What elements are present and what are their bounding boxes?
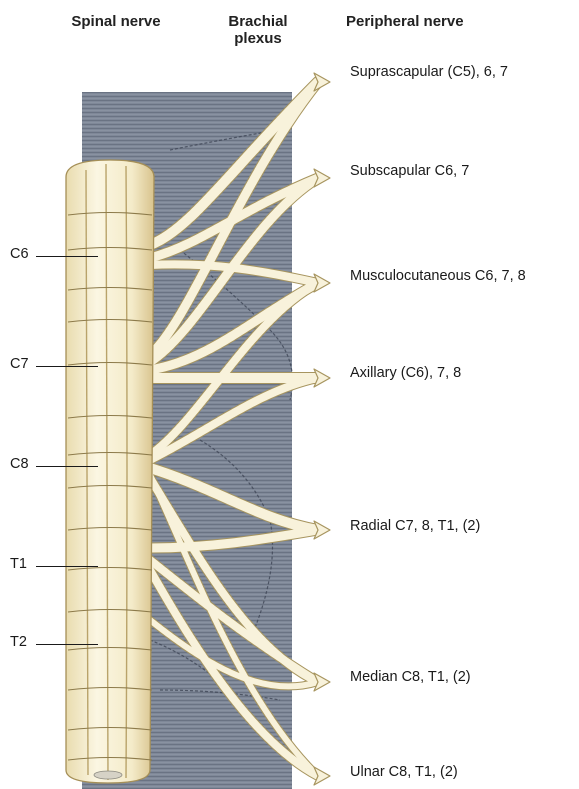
segment-tick-t1 [36,566,98,567]
segment-label-c8: C8 [10,456,29,472]
segment-tick-c7 [36,366,98,367]
nerve-label-musculocutaneous: Musculocutaneous C6, 7, 8 [350,268,526,284]
spinal-cord [66,160,154,783]
nerve-label-axillary: Axillary (C6), 7, 8 [350,365,461,381]
nerve-label-radial: Radial C7, 8, T1, (2) [350,518,480,534]
nerve-label-ulnar: Ulnar C8, T1, (2) [350,764,458,780]
segment-label-t1: T1 [10,556,27,572]
header-peripheral-nerve: Peripheral nerve [346,13,496,30]
segment-tick-c6 [36,256,98,257]
header-brachial-plexus: Brachial plexus [208,13,308,47]
segment-tick-t2 [36,644,98,645]
segment-label-c7: C7 [10,356,29,372]
header-spinal-nerve: Spinal nerve [46,13,186,30]
segment-tick-c8 [36,466,98,467]
nerve-label-subscapular: Subscapular C6, 7 [350,163,469,179]
nerve-label-suprascapular: Suprascapular (C5), 6, 7 [350,64,508,80]
segment-label-t2: T2 [10,634,27,650]
nerve-label-median: Median C8, T1, (2) [350,669,471,685]
segment-label-c6: C6 [10,246,29,262]
